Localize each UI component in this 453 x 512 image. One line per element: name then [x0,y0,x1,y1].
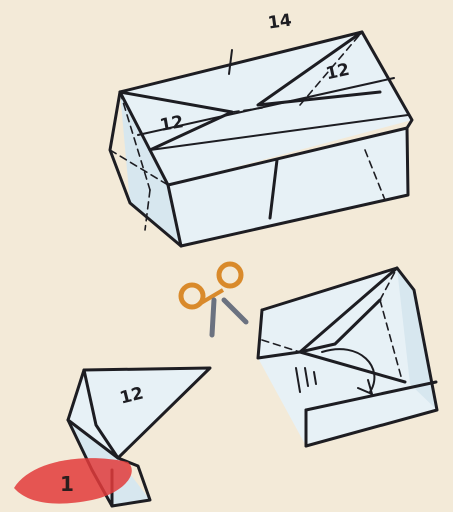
step-number: 1 [60,474,74,494]
folded-box [110,32,412,246]
scissors-icon [181,264,246,335]
box-fold-left-label: 12 [159,114,185,135]
box-length-label: 14 [267,12,293,32]
opened-box [258,268,437,446]
box-fold-right-label: 12 [324,62,351,84]
